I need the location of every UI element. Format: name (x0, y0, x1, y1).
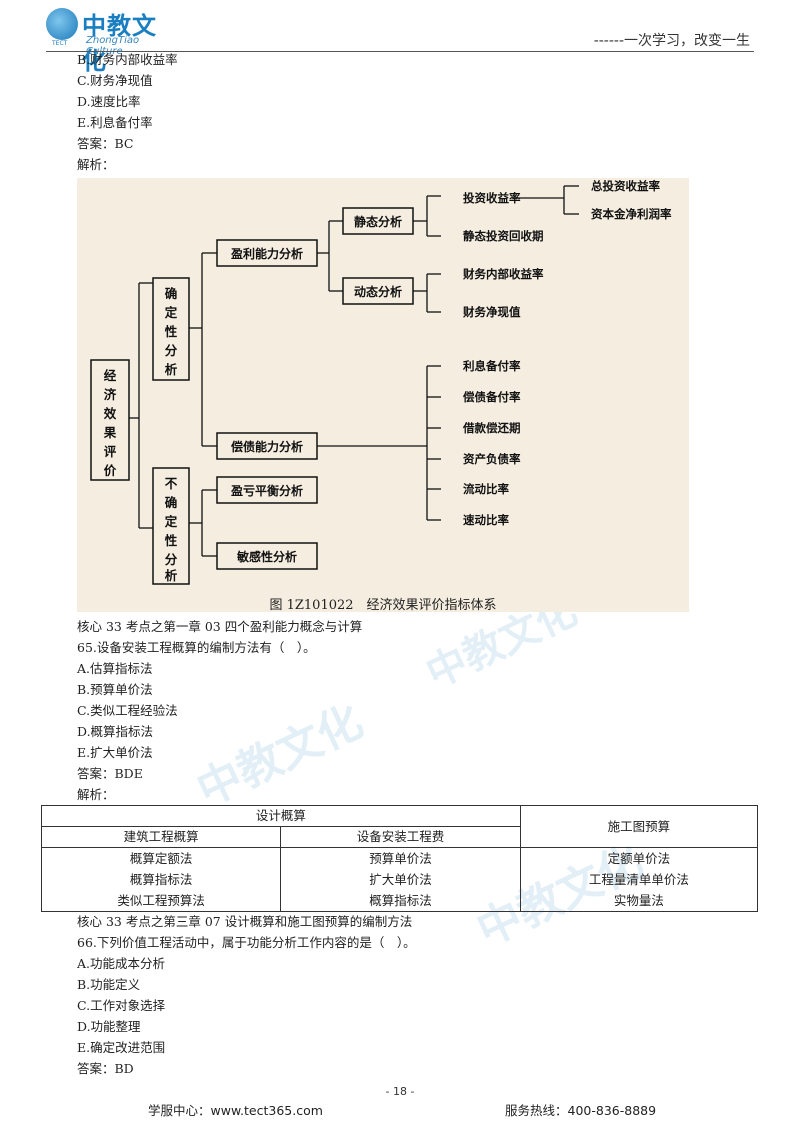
root-char: 济 (104, 387, 117, 402)
solvency-item: 利息备付率 (462, 359, 521, 373)
dynamic-analysis: 动态分析 (354, 284, 402, 299)
table-cell: 定额单价法工程量清单单价法实物量法 (519, 847, 759, 912)
root-char: 价 (104, 463, 117, 478)
option-b: B.财务内部收益率 (77, 52, 178, 67)
uncertain-char: 不 (165, 476, 178, 491)
option-b: B.预算单价法 (77, 682, 153, 697)
header-divider (46, 51, 754, 52)
solvency-item: 流动比率 (463, 482, 509, 496)
certain-char: 性 (164, 324, 178, 339)
sensitivity-analysis: 敏感性分析 (236, 549, 297, 564)
option-d: D.概算指标法 (77, 724, 154, 739)
service-hotline: 服务热线：400-836-8889 (505, 1103, 657, 1118)
figure-caption: 图 1Z101022 经济效果评价指标体系 (269, 598, 497, 613)
uncertain-char: 性 (164, 533, 178, 548)
option-c: C.类似工程经验法 (77, 703, 178, 718)
solvency-item: 资产负债率 (463, 452, 521, 466)
table-cell: 概算定额法概算指标法类似工程预算法 (40, 847, 282, 912)
certain-char: 分 (165, 343, 178, 358)
uncertain-char: 定 (164, 514, 178, 529)
service-center: 学服中心：www.tect365.com (148, 1103, 323, 1118)
table-cell: 预算单价法扩大单价法概算指标法 (280, 847, 521, 912)
question-stem: 65.设备安装工程概算的编制方法有（ ）。 (77, 640, 316, 655)
core-point-note: 核心 33 考点之第一章 03 四个盈利能力概念与计算 (77, 619, 363, 634)
firr: 财务内部收益率 (462, 267, 544, 281)
option-d: D.速度比率 (77, 94, 141, 109)
static-analysis: 静态分析 (354, 214, 402, 229)
static-payback: 静态投资回收期 (463, 229, 544, 243)
brand-logo: TECT 中教文化 ZhongTiao Culture (46, 6, 176, 75)
uncertain-char: 析 (165, 568, 178, 583)
solvency-item: 速动比率 (463, 513, 509, 527)
option-e: E.利息备付率 (77, 115, 153, 130)
solvency-analysis: 偿债能力分析 (231, 439, 303, 454)
root-char: 果 (103, 425, 117, 440)
answer: 答案：BC (77, 136, 134, 151)
answer: 答案：BDE (77, 766, 143, 781)
option-d: D.功能整理 (77, 1019, 141, 1034)
estimate-method-table: 设计概算 施工图预算 建筑工程概算 设备安装工程费 概算定额法概算指标法类似工程… (40, 805, 759, 912)
option-c: C.财务净现值 (77, 73, 153, 88)
total-roi: 总投资收益率 (591, 179, 660, 193)
solvency-item: 偿债备付率 (463, 390, 521, 404)
root-char: 效 (104, 406, 117, 421)
uncertain-char: 确 (165, 495, 178, 510)
option-a: A.估算指标法 (77, 661, 153, 676)
profit-analysis: 盈利能力分析 (230, 246, 303, 261)
option-c: C.工作对象选择 (77, 998, 166, 1013)
fnpv: 财务净现值 (462, 305, 521, 319)
capital-profit-rate: 资本金净利润率 (591, 207, 672, 221)
option-e: E.扩大单价法 (77, 745, 153, 760)
roi: 投资收益率 (463, 191, 521, 205)
option-a: A.功能成本分析 (77, 956, 166, 971)
certain-char: 定 (164, 305, 178, 320)
core-point-note: 核心 33 考点之第三章 07 设计概算和施工图预算的编制方法 (77, 914, 413, 929)
watermark: 中教文化 (189, 695, 371, 817)
root-char: 评 (104, 444, 117, 459)
certain-char: 析 (165, 362, 178, 377)
analysis-label: 解析： (77, 157, 115, 172)
page-number: - 18 - (385, 1085, 415, 1098)
analysis-label: 解析： (77, 787, 115, 802)
solvency-item: 借款偿还期 (462, 421, 521, 435)
answer: 答案：BD (77, 1061, 134, 1076)
page-header: TECT 中教文化 ZhongTiao Culture ------一次学习，改… (0, 0, 800, 75)
table-header-building: 建筑工程概算 (40, 826, 282, 848)
header-slogan: ------一次学习，改变一生 (593, 33, 750, 49)
table-header-design-estimate: 设计概算 (41, 805, 521, 827)
uncertain-char: 分 (165, 552, 178, 567)
root-char: 经 (104, 368, 117, 383)
evaluation-index-diagram: 经 济 效 果 评 价 确 定 性 分 析 不 确 定 性 分 析 盈利能力分析… (77, 178, 689, 613)
table-header-equipment: 设备安装工程费 (280, 826, 521, 848)
table-header-construction-budget: 施工图预算 (519, 805, 759, 848)
option-b: B.功能定义 (77, 977, 141, 992)
question-stem: 66.下列价值工程活动中，属于功能分析工作内容的是（ ）。 (77, 935, 416, 950)
option-e: E.确定改进范围 (77, 1040, 166, 1055)
logo-tect: TECT (52, 40, 68, 47)
breakeven-analysis: 盈亏平衡分析 (230, 483, 303, 498)
globe-icon (46, 8, 78, 40)
certain-char: 确 (165, 286, 178, 301)
